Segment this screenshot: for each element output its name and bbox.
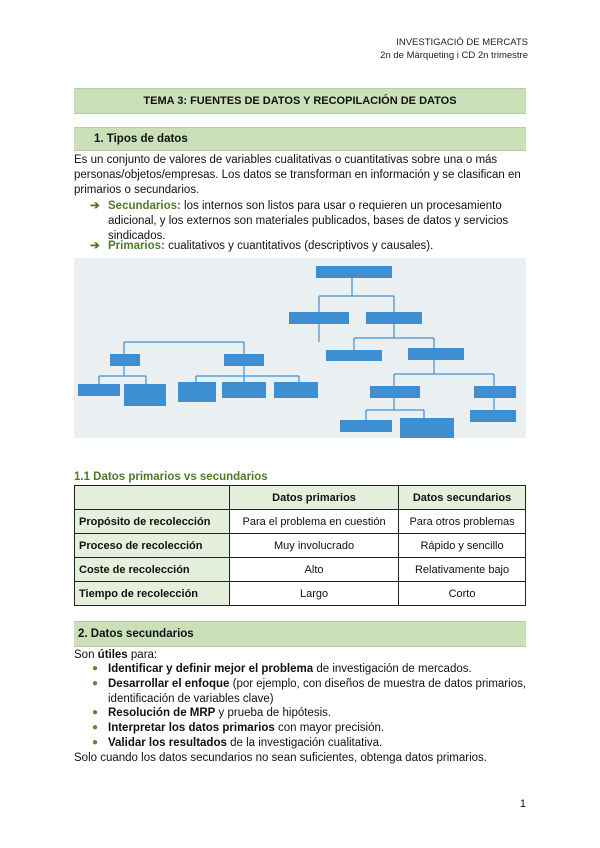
row-label: Propósito de recolección <box>74 509 230 534</box>
title-band: TEMA 3: FUENTES DE DATOS Y RECOPILACIÓN … <box>74 88 526 114</box>
item-bold: Resolución de MRP <box>108 707 216 719</box>
bullet-icon: ● <box>92 737 99 748</box>
header-term: 2n de Màrqueting i CD 2n trimestre <box>380 50 528 61</box>
section11-heading: 1.1 Datos primarios vs secundarios <box>74 471 268 483</box>
row-label: Coste de recolección <box>74 557 230 582</box>
list-item-secundarios: ➔ Secundarios: los internos son listos p… <box>90 199 538 244</box>
table-row: Tiempo de recolección Largo Corto <box>74 581 526 606</box>
table-row: Propósito de recolección Para el problem… <box>74 509 526 534</box>
item-text: (por ejemplo, con diseños de muestra de … <box>108 678 527 705</box>
item-bold: Interpretar los datos primarios <box>108 722 275 734</box>
term-primarios: Primarios: <box>108 240 165 252</box>
table-header-cell <box>74 485 230 510</box>
section1-intro: Es un conjunto de valores de variables c… <box>74 154 521 196</box>
text-secundarios: los internos son listos para usar o requ… <box>108 200 509 242</box>
page-title: TEMA 3: FUENTES DE DATOS Y RECOPILACIÓN … <box>143 95 457 107</box>
item-text: con mayor precisión. <box>274 722 385 734</box>
table-cell: Muy involucrado <box>228 533 400 558</box>
section1-band: 1. Tipos de datos <box>74 127 526 151</box>
arrow-icon: ➔ <box>90 240 100 252</box>
list-item: ● Desarrollar el enfoque (por ejemplo, c… <box>90 677 538 706</box>
table-header-cell: Datos secundarios <box>398 485 526 510</box>
item-bold: Desarrollar el enfoque <box>108 678 230 690</box>
table-cell: Para el problema en cuestión <box>228 509 400 534</box>
header-course: INVESTIGACIÓ DE MERCATS <box>396 37 528 48</box>
intro-prefix: Son <box>74 649 98 661</box>
section1-heading: 1. Tipos de datos <box>94 133 188 145</box>
table-cell: Corto <box>398 581 526 606</box>
table-header-cell: Datos primarios <box>228 485 400 510</box>
comparison-table: Datos primarios Datos secundarios Propós… <box>74 485 526 606</box>
table-row: Proceso de recolección Muy involucrado R… <box>74 533 526 558</box>
section2-heading: 2. Datos secundarios <box>78 628 194 640</box>
section2-closing: Solo cuando los datos secundarios no sea… <box>74 752 487 764</box>
item-bold: Validar los resultados <box>108 737 227 749</box>
intro-bold: útiles <box>97 649 128 661</box>
list-item: ● Interpretar los datos primarios con ma… <box>90 721 538 736</box>
bullet-icon: ● <box>92 678 99 689</box>
row-label: Tiempo de recolección <box>74 581 230 606</box>
section2-band: 2. Datos secundarios <box>74 621 526 647</box>
diagram-nodes <box>78 266 516 438</box>
table-cell: Alto <box>228 557 400 582</box>
table-cell: Rápido y sencillo <box>398 533 526 558</box>
diagram-svg <box>78 266 516 438</box>
bullet-icon: ● <box>92 663 99 674</box>
table-cell: Relativamente bajo <box>398 557 526 582</box>
text-primarios: cualitativos y cuantitativos (descriptiv… <box>164 240 434 252</box>
list-item: ● Identificar y definir mejor el problem… <box>90 662 538 677</box>
row-label: Proceso de recolección <box>74 533 230 558</box>
table-cell: Largo <box>228 581 400 606</box>
data-types-diagram <box>74 258 526 438</box>
list-item: ● Resolución de MRP y prueba de hipótesi… <box>90 706 538 721</box>
item-text: de la investigación cualitativa. <box>226 737 383 749</box>
list-item-primarios: ➔ Primarios: cualitativos y cuantitativo… <box>90 239 538 254</box>
item-text: de investigación de mercados. <box>313 663 472 675</box>
item-text: y prueba de hipótesis. <box>215 707 332 719</box>
table-cell: Para otros problemas <box>398 509 526 534</box>
term-secundarios: Secundarios: <box>108 200 181 212</box>
diagram-connectors <box>98 278 495 420</box>
running-header: INVESTIGACIÓ DE MERCATS 2n de Màrqueting… <box>380 36 528 62</box>
bullet-icon: ● <box>92 707 99 718</box>
page-number: 1 <box>519 798 526 810</box>
list-item: ● Validar los resultados de la investiga… <box>90 736 538 751</box>
arrow-icon: ➔ <box>90 200 100 212</box>
bullet-icon: ● <box>92 722 99 733</box>
table-header-row: Datos primarios Datos secundarios <box>74 485 526 510</box>
intro-suffix: para: <box>127 649 158 661</box>
item-bold: Identificar y definir mejor el problema <box>108 663 314 675</box>
table-row: Coste de recolección Alto Relativamente … <box>74 557 526 582</box>
section2-intro: Son útiles para: <box>74 648 530 663</box>
